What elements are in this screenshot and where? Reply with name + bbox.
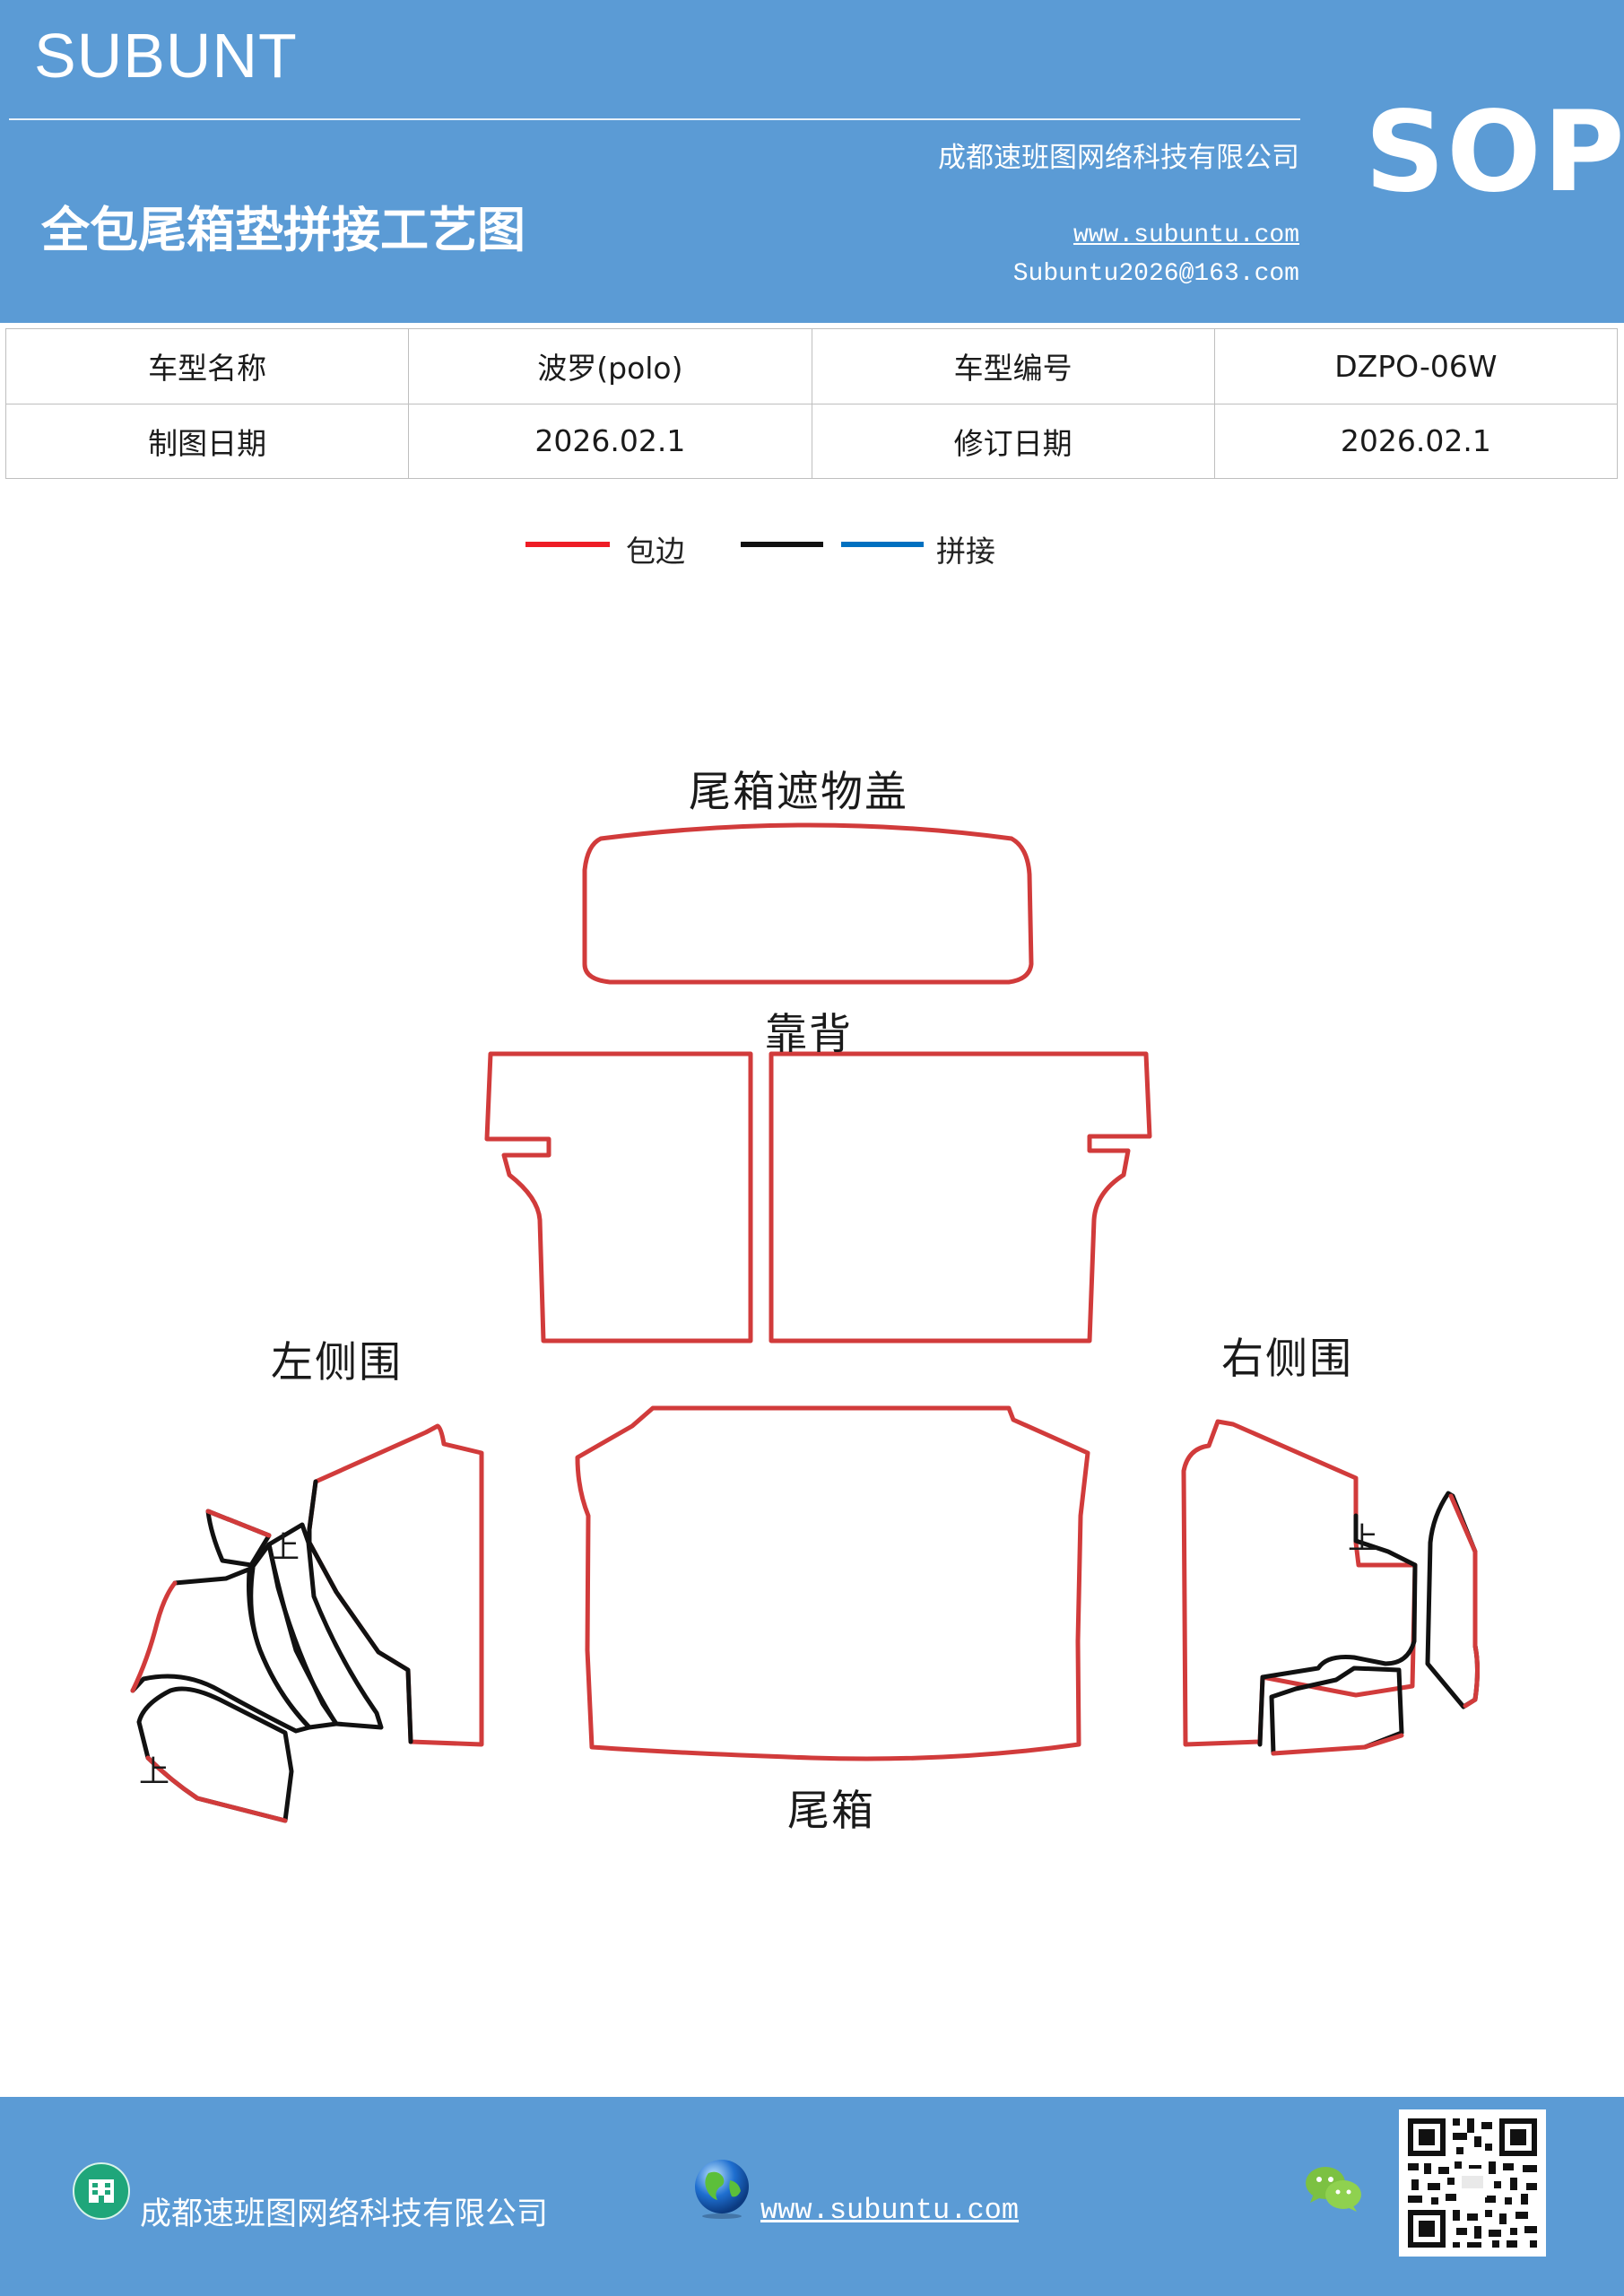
edging-label: 包边: [626, 534, 685, 569]
backrest-label: 靠背: [765, 1010, 853, 1059]
splice-swatch: [841, 542, 924, 547]
cover-panel: [582, 822, 1034, 985]
sop-badge: SOP: [1365, 88, 1624, 217]
email-address: Subuntu2026@163.com: [1012, 260, 1299, 288]
right-side-lower-edge: [1271, 1733, 1404, 1756]
right-side-main-panel: [1181, 1419, 1418, 1747]
revision-date-label: 修订日期: [811, 403, 1215, 479]
footer-website-link[interactable]: www.subuntu.com: [760, 2194, 1020, 2227]
revision-date-value: 2026.02.1: [1213, 403, 1619, 479]
brand-name: SUBUNT: [34, 21, 298, 91]
model-name-value: 波罗(polo): [408, 328, 812, 404]
left-side-upper-piece: [130, 1565, 312, 1734]
legend: 包边 拼接: [0, 527, 1624, 569]
footer-company: 成都速班图网络科技有限公司: [140, 2196, 549, 2232]
left-side-main-panel: [307, 1423, 484, 1747]
left-side-top-tab: [205, 1509, 272, 1568]
black-line-swatch: [741, 542, 823, 547]
left-side-label: 左侧围: [271, 1338, 403, 1387]
header-divider: [9, 118, 1300, 120]
table-row: 制图日期 2026.02.1 修订日期 2026.02.1: [4, 403, 1619, 479]
globe-icon: [695, 2160, 749, 2219]
splice-label: 拼接: [936, 534, 995, 569]
cover-label: 尾箱遮物盖: [689, 768, 908, 817]
vehicle-info-table: 车型名称 波罗(polo) 车型编号 DZPO-06W 制图日期 2026.02…: [4, 328, 1619, 479]
document-title: 全包尾箱垫拼接工艺图: [41, 202, 525, 258]
left-side-top-tab-edge: [205, 1509, 272, 1538]
right-side-lower-piece: [1269, 1665, 1404, 1756]
up-mark-right: 上: [1348, 1521, 1378, 1557]
right-side-splice-line: [1257, 1513, 1418, 1747]
backrest-left-panel: [484, 1051, 753, 1344]
model-code-value: DZPO-06W: [1213, 328, 1619, 404]
up-mark-left-top: 上: [269, 1530, 300, 1566]
header-banner: [0, 0, 1624, 323]
building-icon: [73, 2162, 130, 2220]
model-name-label: 车型名称: [4, 328, 410, 404]
qr-code[interactable]: [1399, 2109, 1546, 2257]
up-mark-left-bottom: 上: [139, 1754, 169, 1790]
right-side-label: 右侧围: [1221, 1335, 1353, 1384]
model-code-label: 车型编号: [811, 328, 1215, 404]
left-side-upper-edge: [130, 1580, 178, 1693]
left-side-lower-edge: [145, 1755, 288, 1823]
left-side-splice-line: [307, 1479, 413, 1744]
table-row: 车型名称 波罗(polo) 车型编号 DZPO-06W: [4, 328, 1619, 404]
right-side-strip: [1425, 1491, 1480, 1709]
trunk-label: 尾箱: [787, 1787, 875, 1836]
website-link[interactable]: www.subuntu.com: [1073, 222, 1299, 249]
wechat-icon: [1306, 2167, 1361, 2212]
edging-swatch: [525, 542, 610, 547]
backrest-right-panel: [769, 1051, 1152, 1344]
trunk-floor-panel: [575, 1405, 1090, 1761]
draw-date-label: 制图日期: [4, 403, 410, 479]
company-name: 成都速班图网络科技有限公司: [938, 142, 1299, 174]
draw-date-value: 2026.02.1: [408, 403, 812, 479]
right-side-strip-edge: [1448, 1493, 1480, 1709]
